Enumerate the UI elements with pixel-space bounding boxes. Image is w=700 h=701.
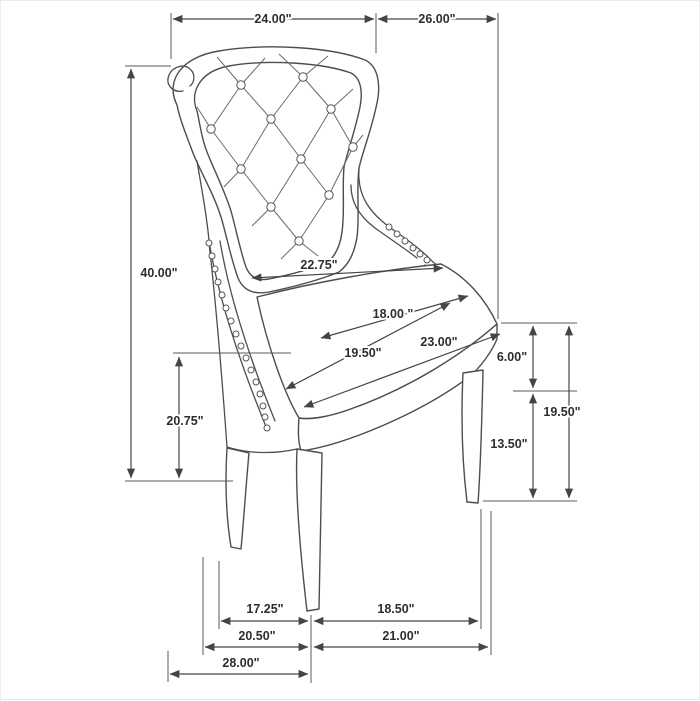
- tufting-button: [348, 142, 358, 152]
- label-seat-upper: 22.75": [300, 258, 337, 272]
- extension-lines: [125, 13, 577, 683]
- nailhead: [263, 424, 271, 432]
- label-top-left: 24.00": [254, 12, 291, 26]
- nailhead: [401, 237, 409, 245]
- dim-line-seat-upper: [251, 264, 444, 282]
- tufting-button: [298, 72, 308, 82]
- nailhead: [252, 378, 260, 386]
- nailhead: [232, 330, 240, 338]
- nailhead: [256, 390, 264, 398]
- front-leg: [295, 448, 323, 612]
- tufting-button: [266, 114, 276, 124]
- right-leg: [461, 369, 484, 504]
- tufting-button: [294, 236, 304, 246]
- nailhead: [409, 244, 417, 252]
- label-right-mid: 13.50": [490, 437, 527, 451]
- label-right-upper: 6.00": [497, 350, 527, 364]
- tufting-lattice: [196, 53, 364, 260]
- back-left-leg: [225, 447, 250, 550]
- label-top-right: 26.00": [418, 12, 455, 26]
- left-side-back-edge: [208, 242, 228, 448]
- nailhead: [423, 256, 431, 264]
- nailhead: [227, 317, 235, 325]
- tufting-button: [236, 80, 246, 90]
- left-wing-outer-edge: [196, 160, 210, 242]
- chair-drawing: [167, 46, 498, 612]
- label-bottom-row3: 28.00": [222, 656, 259, 670]
- nailhead: [261, 413, 269, 421]
- dimension-lines: [126, 14, 574, 679]
- nailhead: [259, 402, 267, 410]
- nailhead: [393, 230, 401, 238]
- nailhead-trim-right: [385, 223, 431, 264]
- nailhead: [205, 239, 213, 247]
- tufting-button: [326, 104, 336, 114]
- label-left-lower: 20.75": [166, 414, 203, 428]
- label-seat-mid-lower: 23.00": [420, 335, 457, 349]
- label-seat-lower: 19.50": [344, 346, 381, 360]
- tufting-button: [266, 202, 276, 212]
- chair-back-inner-panel: [193, 61, 362, 281]
- nailhead-trim-left: [205, 239, 271, 432]
- back-scroll-left: [167, 65, 195, 92]
- nailhead: [208, 252, 216, 260]
- tufting-button: [206, 124, 216, 134]
- right-wing-inner-edge: [350, 184, 418, 259]
- nailhead: [211, 265, 219, 273]
- tufting-buttons: [206, 72, 358, 246]
- nailhead: [385, 223, 393, 231]
- label-bottom-row1-right: 18.50": [377, 602, 414, 616]
- left-side-front-edge: [208, 240, 268, 430]
- nailhead: [222, 304, 230, 312]
- nailhead: [218, 291, 226, 299]
- nailhead: [237, 342, 245, 350]
- tufting-button: [236, 164, 246, 174]
- tufting-button: [296, 154, 306, 164]
- label-bottom-row2-left: 20.50": [238, 629, 275, 643]
- dim-line-seat-lower: [285, 302, 451, 390]
- nailhead: [242, 354, 250, 362]
- nailhead: [214, 278, 222, 286]
- right-wing-outer-edge: [358, 168, 434, 263]
- label-bottom-row1-left: 17.25": [246, 602, 283, 616]
- label-left-height: 40.00": [140, 266, 177, 280]
- label-bottom-row2-right: 21.00": [382, 629, 419, 643]
- dimension-labels: 24.00" 26.00" 40.00" 20.75" 22.75" 18.00…: [138, 10, 582, 672]
- tufting-button: [324, 190, 334, 200]
- label-right-outer: 19.50": [543, 405, 580, 419]
- nailhead: [416, 250, 424, 258]
- label-seat-mid-upper: 18.00 ": [373, 307, 414, 321]
- nailhead: [247, 366, 255, 374]
- left-side-inner-edge: [219, 240, 276, 422]
